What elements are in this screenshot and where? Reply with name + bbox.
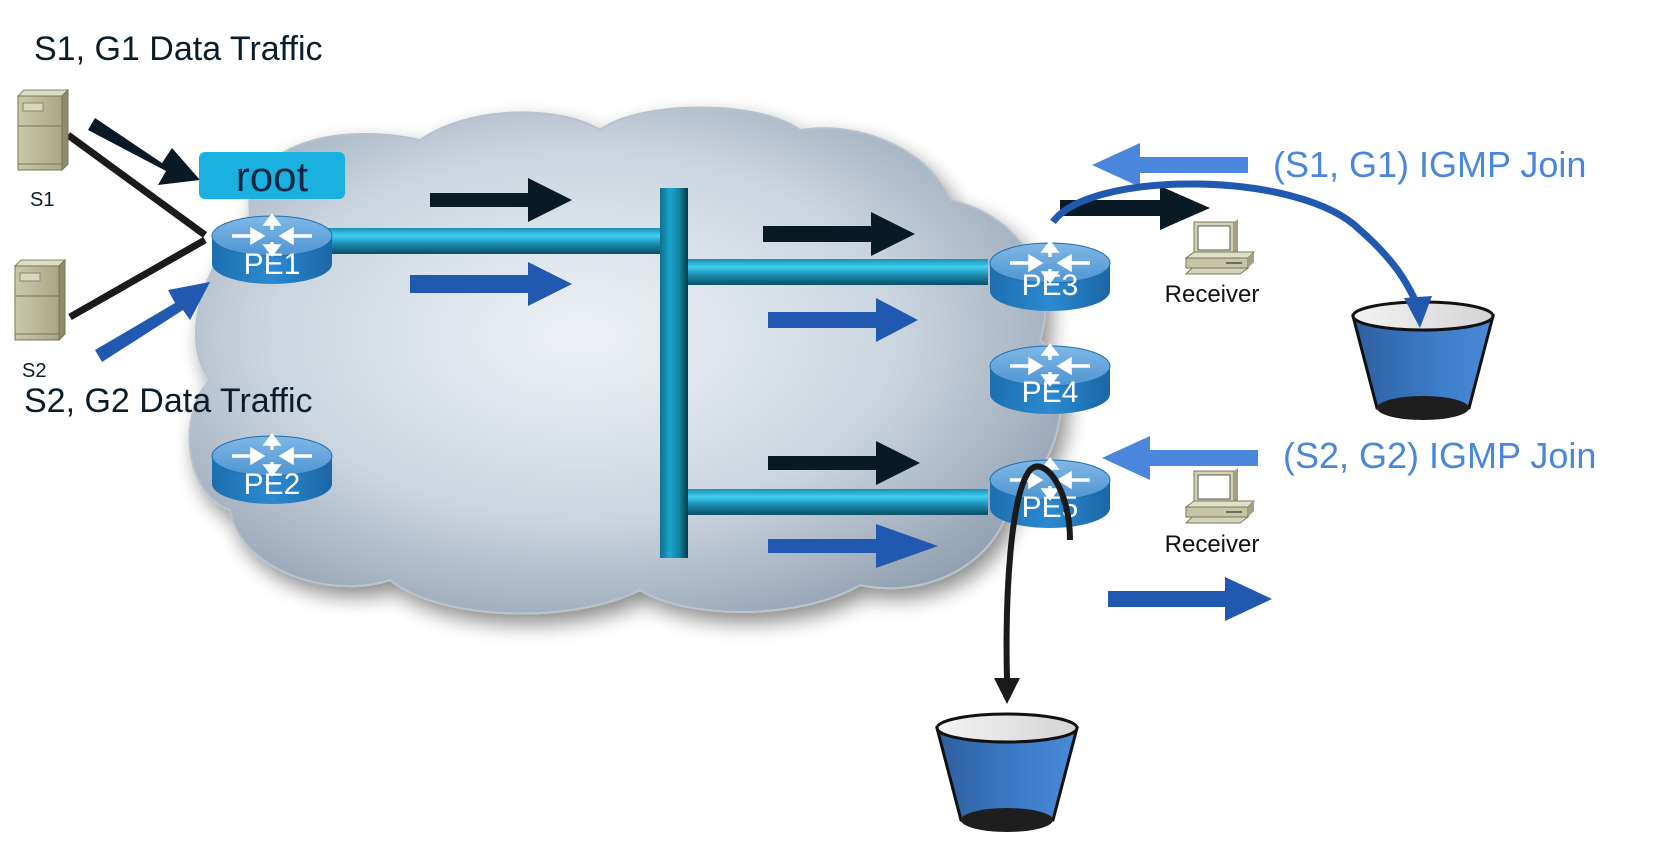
s2-arrow-pe5	[768, 524, 938, 568]
receiver-label-2: Receiver	[1165, 531, 1260, 558]
s1-flow-arrow	[88, 118, 1210, 485]
arrowhead-icon	[994, 678, 1020, 704]
root-badge: root	[199, 152, 345, 200]
s2-arrow-pe3	[768, 298, 918, 342]
s2-traffic-label: S2, G2 Data Traffic	[24, 382, 313, 420]
s2-flow-arrow	[95, 262, 1272, 621]
router-label-pe2: PE2	[244, 468, 301, 501]
s2-arrow-receiver	[1108, 577, 1272, 621]
s1-traffic-label: S1, G1 Data Traffic	[34, 30, 323, 68]
source-label-s2: S2	[22, 360, 46, 382]
source-label-s1: S1	[30, 189, 54, 211]
server-icon[interactable]	[14, 259, 66, 341]
flow-arrows	[88, 118, 1272, 621]
router-label-pe4: PE4	[1022, 376, 1079, 409]
bucket-icon-s2	[935, 712, 1079, 834]
s1-igmp-join-label: (S1, G1) IGMP Join	[1273, 144, 1586, 185]
s2-join-arrow	[1102, 436, 1258, 480]
mp2mp-tunnel	[320, 188, 988, 558]
router-label-pe3: PE3	[1022, 269, 1079, 302]
s1-link	[65, 132, 208, 238]
s2-arrow-core	[410, 262, 572, 306]
s1-arrow-pe3	[763, 212, 915, 256]
s2-discard-curve	[994, 463, 1073, 704]
pc-icon[interactable]	[1185, 467, 1255, 524]
router-label-pe1: PE1	[244, 248, 301, 281]
s2-ingress-arrow	[95, 282, 210, 362]
s1-arrow-receiver	[1060, 186, 1210, 230]
root-badge-label: root	[236, 153, 309, 200]
s2-igmp-join-label: (S2, G2) IGMP Join	[1283, 435, 1596, 476]
s1-join-arrow	[1092, 143, 1248, 187]
s2-link	[68, 236, 207, 321]
s1-ingress-arrow	[88, 118, 200, 185]
s1-arrow-core	[430, 178, 572, 222]
tunnel-pe5-segment	[688, 489, 988, 515]
receiver-label-1: Receiver	[1165, 281, 1260, 308]
tunnel-pe1-segment	[320, 228, 665, 254]
pc-icon[interactable]	[1185, 218, 1255, 275]
tunnel-pe3-segment	[688, 259, 988, 285]
tunnel-trunk	[660, 188, 688, 558]
igmp-join-arrows	[1092, 143, 1258, 480]
s1-arrow-pe5	[768, 441, 920, 485]
s1-discard-curve	[1050, 180, 1432, 328]
arrowhead-icon	[1404, 296, 1432, 328]
server-icon[interactable]	[17, 89, 69, 171]
